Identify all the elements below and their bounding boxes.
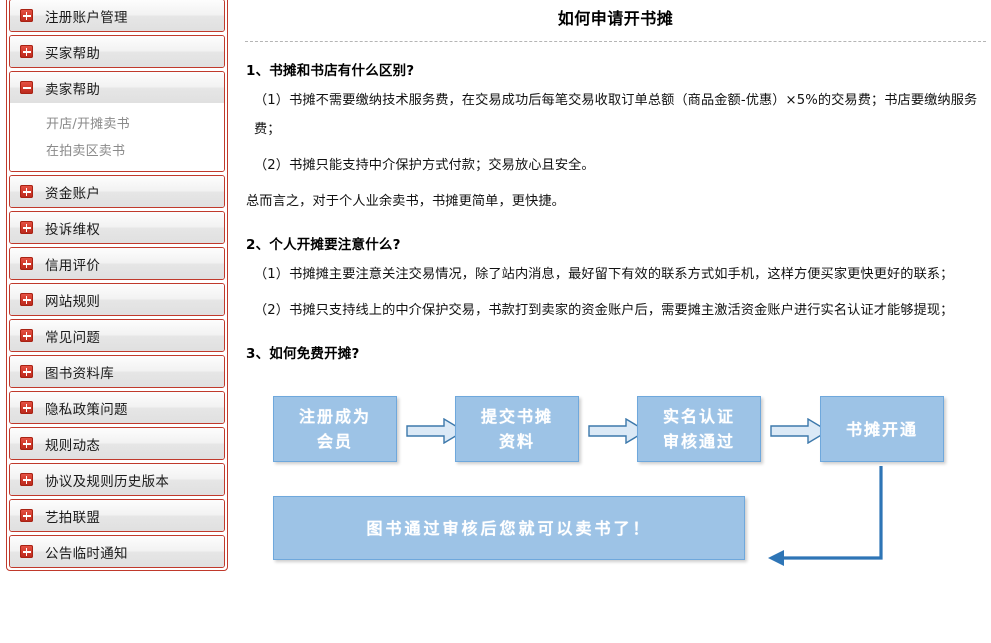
flow-box-submit-line-2: 资料 xyxy=(498,432,535,451)
plus-icon[interactable] xyxy=(20,401,33,414)
sidebar-item-label: 注册账户管理 xyxy=(45,9,128,26)
title-divider xyxy=(245,41,986,42)
sidebar-item-site-rules[interactable]: 网站规则 xyxy=(10,284,224,315)
sidebar-item-book-database[interactable]: 图书资料库 xyxy=(10,356,224,387)
sidebar-item-label: 规则动态 xyxy=(45,437,101,454)
plus-icon[interactable] xyxy=(20,509,33,522)
sidebar-item-label: 艺拍联盟 xyxy=(45,509,101,526)
section-1-paragraph-3: 总而言之，对于个人业余卖书，书摊更简单，更快捷。 xyxy=(246,194,565,209)
main-content: 如何申请开书摊 1、书摊和书店有什么区别? （1）书摊不需要缴纳技术服务费，在交… xyxy=(240,0,991,643)
flow-loop-arrow xyxy=(768,466,883,566)
sidebar-group-资金账户: 资金账户 xyxy=(9,175,225,208)
plus-icon[interactable] xyxy=(20,437,33,450)
flow-box-register-line-2: 会员 xyxy=(316,432,353,451)
plus-icon[interactable] xyxy=(20,293,33,306)
sidebar: 注册账户管理 买家帮助 卖家帮助 开店/开摊卖书 在拍卖区卖书 资金账户 投诉维… xyxy=(6,0,228,571)
sidebar-item-label: 图书资料库 xyxy=(45,365,114,382)
sidebar-item-label: 网站规则 xyxy=(45,293,101,310)
flow-box-submit: 提交书摊 资料 xyxy=(455,396,579,462)
sidebar-item-faq[interactable]: 常见问题 xyxy=(10,320,224,351)
flow-box-verify: 实名认证 审核通过 xyxy=(637,396,761,462)
flow-arrow-3 xyxy=(770,418,830,444)
flow-box-register-line-1: 注册成为 xyxy=(298,407,371,426)
sidebar-item-fund-account[interactable]: 资金账户 xyxy=(10,176,224,207)
sidebar-group-买家帮助: 买家帮助 xyxy=(9,35,225,68)
flow-arrow-2 xyxy=(588,418,648,444)
flow-box-submit-line-1: 提交书摊 xyxy=(480,407,553,426)
sidebar-item-seller-help[interactable]: 卖家帮助 xyxy=(10,72,224,103)
sidebar-item-label: 买家帮助 xyxy=(45,45,101,62)
flow-box-verify-line-2: 审核通过 xyxy=(662,432,735,451)
sidebar-group-图书资料库: 图书资料库 xyxy=(9,355,225,388)
sidebar-item-register-account[interactable]: 注册账户管理 xyxy=(10,0,224,31)
plus-icon[interactable] xyxy=(20,545,33,558)
sidebar-item-label: 投诉维权 xyxy=(45,221,101,238)
sidebar-group-隐私政策问题: 隐私政策问题 xyxy=(9,391,225,424)
sidebar-subitems: 开店/开摊卖书 在拍卖区卖书 xyxy=(10,103,224,171)
sidebar-group-公告临时通知: 公告临时通知 xyxy=(9,535,225,568)
sidebar-group-网站规则: 网站规则 xyxy=(9,283,225,316)
sidebar-item-buyer-help[interactable]: 买家帮助 xyxy=(10,36,224,67)
sidebar-item-art-auction-alliance[interactable]: 艺拍联盟 xyxy=(10,500,224,531)
section-2-paragraph-1: （1）书摊摊主要注意关注交易情况，除了站内消息，最好留下有效的联系方式如手机，这… xyxy=(254,267,954,282)
page-title: 如何申请开书摊 xyxy=(557,9,674,28)
plus-icon[interactable] xyxy=(20,257,33,270)
flow-box-register: 注册成为 会员 xyxy=(273,396,397,462)
sidebar-group-艺拍联盟: 艺拍联盟 xyxy=(9,499,225,532)
section-heading-1: 1、书摊和书店有什么区别? xyxy=(246,63,415,79)
section-heading-3: 3、如何免费开摊? xyxy=(246,346,360,362)
sidebar-item-complaints[interactable]: 投诉维权 xyxy=(10,212,224,243)
plus-icon[interactable] xyxy=(20,365,33,378)
sidebar-item-credit-rating[interactable]: 信用评价 xyxy=(10,248,224,279)
sidebar-group-投诉维权: 投诉维权 xyxy=(9,211,225,244)
section-heading-2: 2、个人开摊要注意什么? xyxy=(246,237,401,253)
flow-box-verify-line-1: 实名认证 xyxy=(662,407,735,426)
plus-icon[interactable] xyxy=(20,329,33,342)
sidebar-group-规则动态: 规则动态 xyxy=(9,427,225,460)
sidebar-item-label: 卖家帮助 xyxy=(45,81,101,98)
sidebar-item-agreement-history[interactable]: 协议及规则历史版本 xyxy=(10,464,224,495)
sidebar-group-常见问题: 常见问题 xyxy=(9,319,225,352)
sidebar-item-label: 常见问题 xyxy=(45,329,101,346)
sidebar-group-卖家帮助: 卖家帮助 开店/开摊卖书 在拍卖区卖书 xyxy=(9,71,225,172)
section-1-paragraph-2: （2）书摊只能支持中介保护方式付款；交易放心且安全。 xyxy=(254,158,595,173)
flow-box-result-line-1: 图书通过审核后您就可以卖书了！ xyxy=(366,518,652,538)
flow-arrow-1 xyxy=(406,418,466,444)
sidebar-subitem-auction-sell[interactable]: 在拍卖区卖书 xyxy=(46,144,126,159)
minus-icon[interactable] xyxy=(20,81,33,94)
section-2-paragraph-2: （2）书摊只支持线上的中介保护交易，书款打到卖家的资金账户后，需要摊主激活资金账… xyxy=(254,303,954,318)
sidebar-group-注册账户管理: 注册账户管理 xyxy=(9,0,225,32)
sidebar-item-label: 隐私政策问题 xyxy=(45,401,128,418)
plus-icon[interactable] xyxy=(20,473,33,486)
flow-box-result: 图书通过审核后您就可以卖书了！ xyxy=(273,496,745,560)
sidebar-item-label: 资金账户 xyxy=(45,185,101,202)
sidebar-item-label: 协议及规则历史版本 xyxy=(45,473,170,490)
sidebar-item-announcements[interactable]: 公告临时通知 xyxy=(10,536,224,567)
plus-icon[interactable] xyxy=(20,185,33,198)
sidebar-item-label: 信用评价 xyxy=(45,257,101,274)
plus-icon[interactable] xyxy=(20,45,33,58)
sidebar-item-label: 公告临时通知 xyxy=(45,545,128,562)
sidebar-subitem-open-shop[interactable]: 开店/开摊卖书 xyxy=(46,117,130,132)
flowchart: 注册成为 会员 提交书摊 资料 实名认证 审核通过 xyxy=(240,376,991,576)
plus-icon[interactable] xyxy=(20,9,33,22)
sidebar-group-信用评价: 信用评价 xyxy=(9,247,225,280)
flow-box-open-line-1: 书摊开通 xyxy=(845,419,918,439)
sidebar-item-rule-updates[interactable]: 规则动态 xyxy=(10,428,224,459)
section-1-paragraph-1: （1）书摊不需要缴纳技术服务费，在交易成功后每笔交易收取订单总额（商品金额-优惠… xyxy=(254,93,978,137)
sidebar-group-协议及规则历史版本: 协议及规则历史版本 xyxy=(9,463,225,496)
plus-icon[interactable] xyxy=(20,221,33,234)
flow-box-open: 书摊开通 xyxy=(820,396,944,462)
sidebar-item-privacy-policy[interactable]: 隐私政策问题 xyxy=(10,392,224,423)
